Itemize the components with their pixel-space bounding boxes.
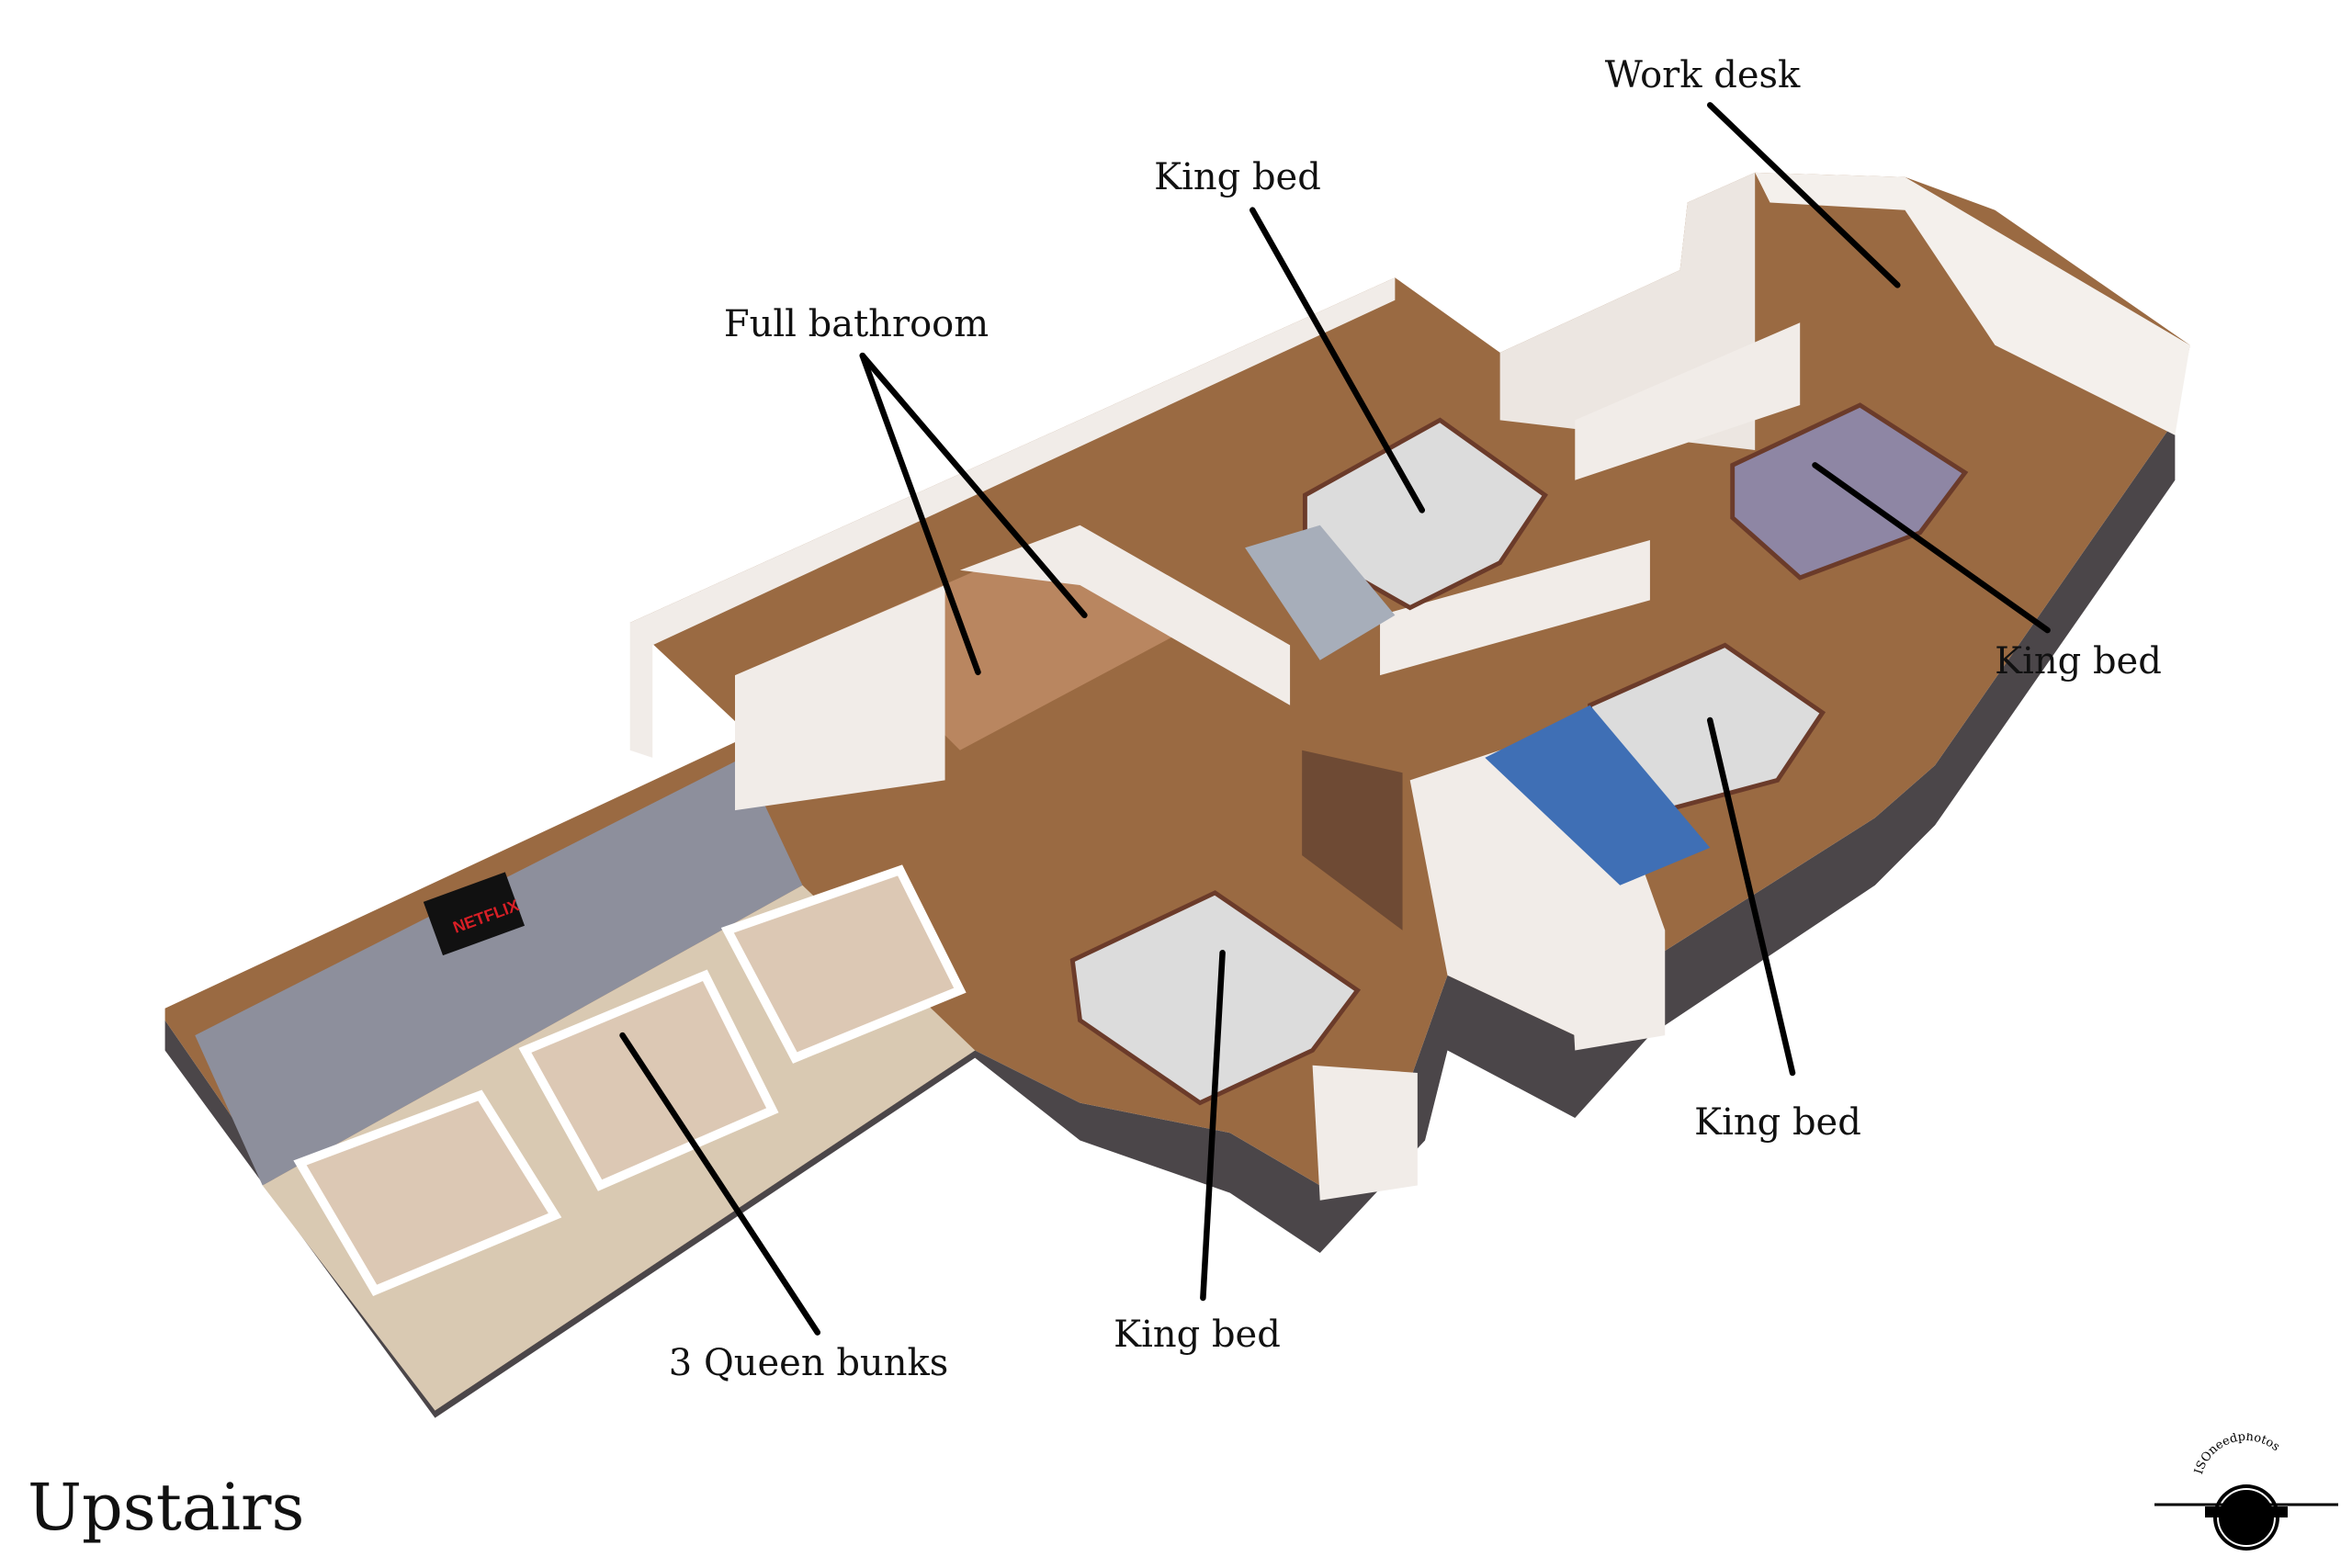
leader-bunks: [619, 1032, 821, 1336]
leader-king-bed-bottom: [1200, 950, 1226, 1302]
label-king-bed-top: King bed: [1154, 156, 1321, 198]
label-king-bed-bottom: King bed: [1114, 1314, 1281, 1356]
king-beds: [1069, 402, 1969, 1106]
leader-bathroom-1: [859, 352, 981, 676]
balcony: [1312, 1065, 1418, 1201]
rug-blue: [1485, 705, 1711, 886]
label-full-bathroom: Full bathroom: [723, 303, 989, 345]
logo-text: ISOneedphotos: [2192, 1433, 2282, 1476]
back-wall-office: [1755, 172, 2190, 435]
isoneedphotos-logo: ISOneedphotos: [2154, 1433, 2338, 1551]
tv: [423, 872, 526, 956]
label-king-bed-middle: King bed: [1694, 1101, 1861, 1144]
label-king-bed-right: King bed: [1995, 640, 2162, 682]
leader-king-bed-middle: [1706, 716, 1796, 1077]
bunk-room-wall: [195, 757, 803, 1186]
floor-title: Upstairs: [28, 1470, 305, 1545]
svg-text:ISOneedphotos: ISOneedphotos: [2192, 1433, 2282, 1476]
leader-king-bed-right: [1812, 462, 2051, 634]
leader-bathroom-2: [859, 352, 1088, 618]
stairs: [1302, 750, 1403, 931]
label-queen-bunks: 3 Queen bunks: [668, 1342, 949, 1384]
leader-lines: [619, 102, 2051, 1336]
leader-king-bed-top: [1250, 207, 1426, 513]
rug-pattern: [1245, 525, 1396, 660]
label-work-desk: Work desk: [1604, 54, 1801, 96]
balcony-2: [1567, 915, 1666, 1051]
leader-work-desk: [1706, 102, 1901, 288]
